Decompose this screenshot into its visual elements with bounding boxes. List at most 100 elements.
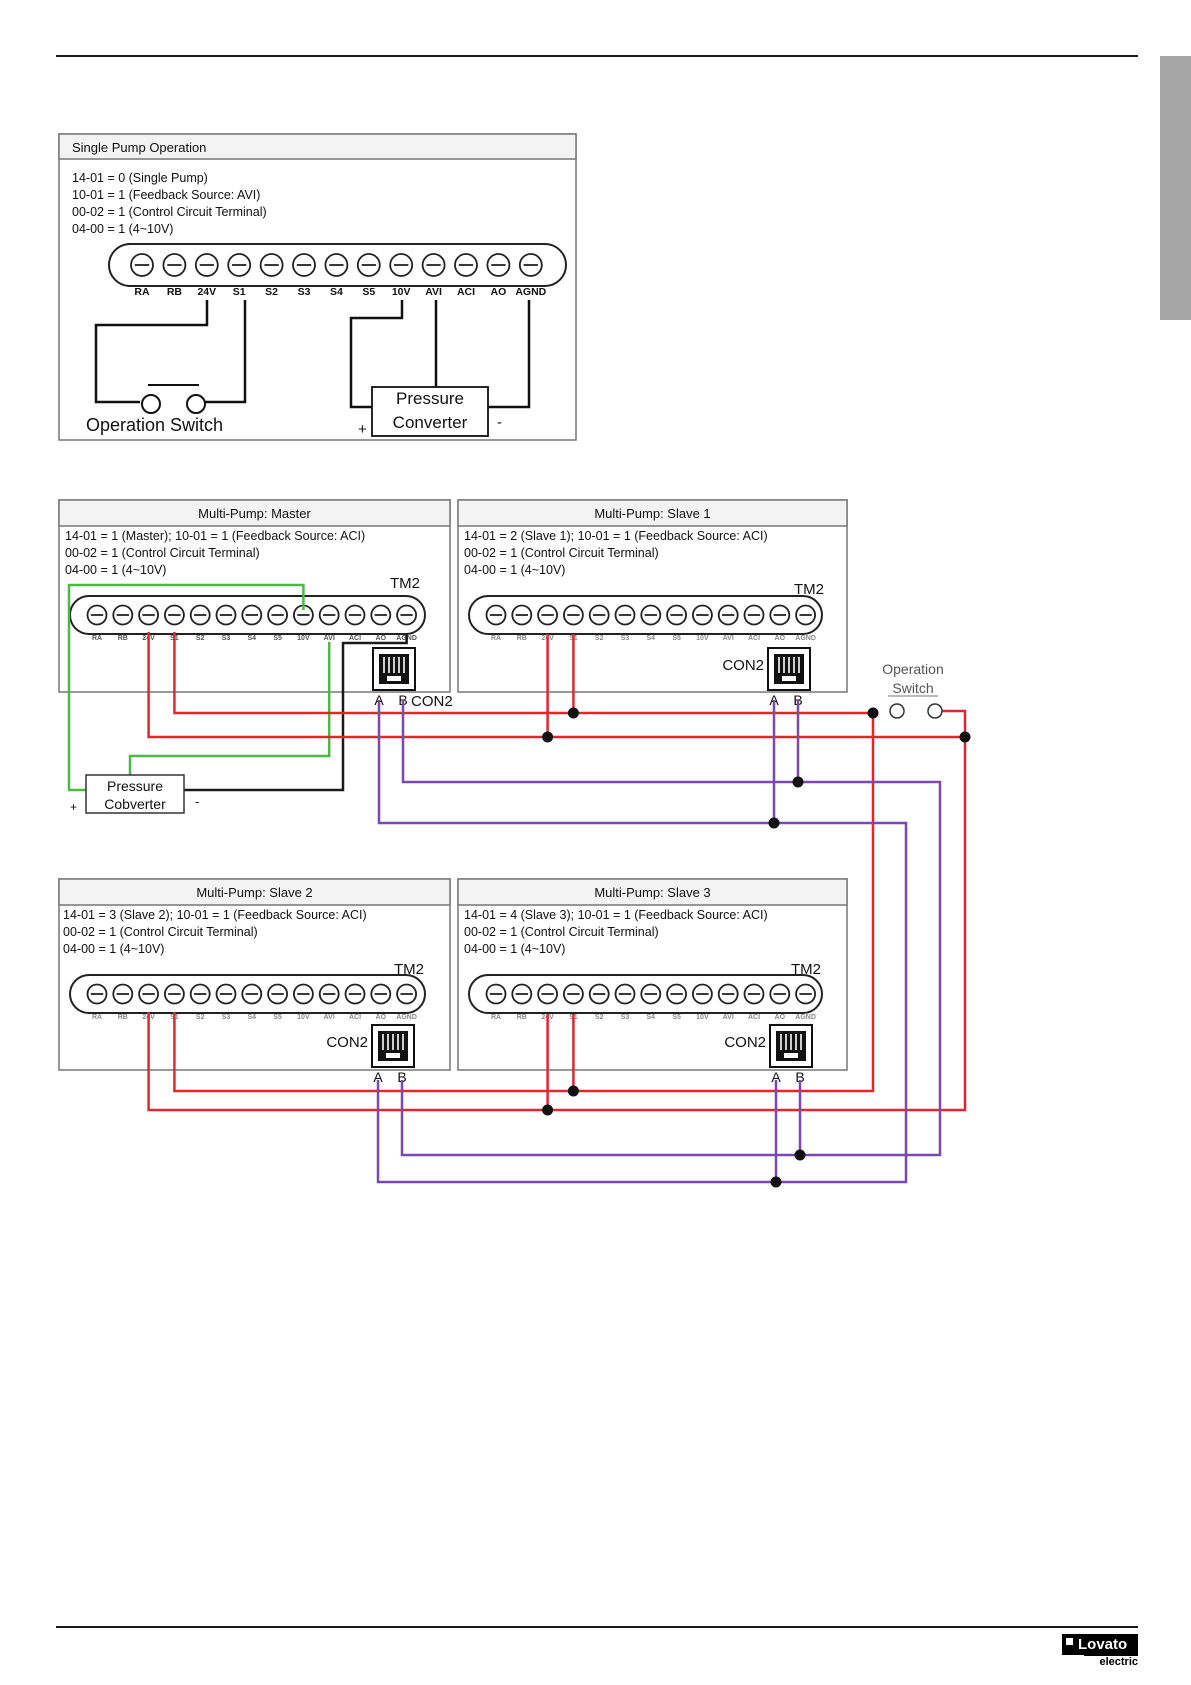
panel-1-con2-label: CON2	[722, 657, 764, 674]
panel-2-title: Multi-Pump: Slave 2	[196, 885, 312, 900]
panel-0-terminal-label: RA	[92, 635, 102, 642]
multi-switch-contact	[927, 703, 943, 719]
panel-3-param: 04-00 = 1 (4~10V)	[464, 942, 565, 956]
panel-0-con2-label: CON2	[411, 693, 453, 710]
single-converter-plus: +	[358, 421, 367, 438]
panel-1-header	[457, 499, 848, 527]
panel-0-terminal-label: RB	[118, 635, 128, 642]
panel-1-param: 14-01 = 2 (Slave 1); 10-01 = 1 (Feedback…	[464, 529, 768, 543]
panel-1-terminal-label: S4	[647, 635, 656, 642]
panel-0-header	[58, 499, 451, 527]
single-converter-box	[371, 386, 489, 437]
panel-3-title: Multi-Pump: Slave 3	[594, 885, 710, 900]
single-terminal-label: AVI	[425, 286, 442, 298]
panel-2-terminal-label: S4	[248, 1014, 257, 1021]
panel-0-terminal-label: AO	[376, 635, 387, 642]
panel-3-terminal-label: RA	[491, 1014, 501, 1021]
single-switch-contact	[186, 394, 206, 414]
panel-1-tm2-label: TM2	[794, 581, 824, 598]
multi-switch-label: Switch	[892, 680, 933, 696]
panel-3-terminal-label: AGND	[795, 1014, 816, 1021]
single-param: 14-01 = 0 (Single Pump)	[72, 171, 208, 185]
panel-2-con2-label: CON2	[326, 1034, 368, 1051]
junction-dot	[542, 1104, 554, 1116]
panel-2-con2-latch	[386, 1053, 400, 1058]
panel-3-terminal-label: ACI	[748, 1014, 760, 1021]
purple-wire-b	[400, 700, 942, 1157]
panel-3-terminal-label: S3	[621, 1014, 630, 1021]
panel-1-terminal-label: ACI	[748, 635, 760, 642]
multi-switch-contact	[889, 703, 905, 719]
panel-2-terminal-label: AVI	[324, 1014, 335, 1021]
panel-2-terminal-label: 10V	[297, 1014, 310, 1021]
junction-dot	[567, 1085, 579, 1097]
red-wire-s1-bottom	[173, 713, 875, 1093]
single-terminal-label: RA	[134, 286, 150, 298]
multi-switch-label: Operation	[882, 661, 943, 677]
master-converter-plus: +	[70, 800, 77, 814]
panel-3-param: 14-01 = 4 (Slave 3); 10-01 = 1 (Feedback…	[464, 908, 768, 922]
panel-3-tm2-label: TM2	[791, 961, 821, 978]
panel-0-terminal-label: S5	[273, 635, 282, 642]
single-panel-header	[58, 133, 577, 160]
single-terminal-label: S1	[233, 286, 246, 298]
panel-2-terminal-label: RA	[92, 1014, 102, 1021]
side-tab	[1160, 56, 1191, 320]
panel-3-param: 00-02 = 1 (Control Circuit Terminal)	[464, 925, 659, 939]
lovato-logo: Lovato electric	[1062, 1634, 1138, 1668]
panel-1-param: 00-02 = 1 (Control Circuit Terminal)	[464, 546, 659, 560]
panel-1-terminal-label: S2	[595, 635, 604, 642]
panel-1-title: Multi-Pump: Slave 1	[594, 506, 710, 521]
panel-0-terminal-label: AVI	[324, 635, 335, 642]
panel-2-b-label: B	[397, 1069, 406, 1085]
junction-dot	[959, 731, 971, 743]
panel-0-title: Multi-Pump: Master	[198, 506, 311, 521]
green-wire-acI	[128, 642, 331, 776]
panel-3-a-label: A	[771, 1069, 781, 1085]
panel-0-param: 00-02 = 1 (Control Circuit Terminal)	[65, 546, 260, 560]
single-terminal-label: AGND	[515, 286, 546, 298]
single-converter-minus: -	[497, 414, 502, 431]
junction-dot	[542, 731, 554, 743]
single-terminal-label: RB	[167, 286, 183, 298]
panel-3-terminal-label: AVI	[723, 1014, 734, 1021]
junction-dot	[567, 707, 579, 719]
red-wire-s1-top	[173, 632, 873, 715]
panel-1-con2-latch	[782, 676, 796, 681]
single-wire-24v	[94, 300, 209, 404]
single-terminal-label: S5	[362, 286, 375, 298]
single-terminal-label: ACI	[457, 286, 475, 298]
single-converter-label: Pressure	[396, 389, 464, 408]
panel-0-param: 04-00 = 1 (4~10V)	[65, 563, 166, 577]
panel-0-terminal-label: S2	[196, 635, 205, 642]
panel-1-terminal-label: S5	[672, 635, 681, 642]
junction-dot	[792, 776, 804, 788]
footer-rule	[56, 1626, 1138, 1628]
junction-dot	[770, 1176, 782, 1188]
panel-2-terminal-label: RB	[118, 1014, 128, 1021]
panel-0-terminal-label: ACI	[349, 635, 361, 642]
panel-2-terminal-label: AO	[376, 1014, 387, 1021]
panel-2-param: 04-00 = 1 (4~10V)	[63, 942, 164, 956]
panel-1-terminal-label: AGND	[795, 635, 816, 642]
single-terminal-label: S3	[298, 286, 311, 298]
single-terminal-label: 24V	[197, 286, 216, 298]
header-rule	[56, 55, 1138, 57]
single-wire-s1	[205, 300, 247, 404]
single-terminal-label: 10V	[392, 286, 411, 298]
junction-dot	[867, 707, 879, 719]
single-terminal-label: S4	[330, 286, 343, 298]
master-converter-minus: -	[195, 794, 199, 809]
single-param: 04-00 = 1 (4~10V)	[72, 222, 173, 236]
master-converter-label: Pressure	[107, 778, 163, 794]
panel-2-terminal-label: S3	[222, 1014, 231, 1021]
master-converter-box	[85, 774, 185, 814]
panel-3-terminal-label: RB	[517, 1014, 527, 1021]
panel-3-terminal-label: S5	[672, 1014, 681, 1021]
purple-wire-a	[376, 700, 908, 1184]
panel-0-param: 14-01 = 1 (Master); 10-01 = 1 (Feedback …	[65, 529, 365, 543]
panel-2-terminal-label: ACI	[349, 1014, 361, 1021]
junction-dot	[794, 1149, 806, 1161]
panel-2-tm2-label: TM2	[394, 961, 424, 978]
